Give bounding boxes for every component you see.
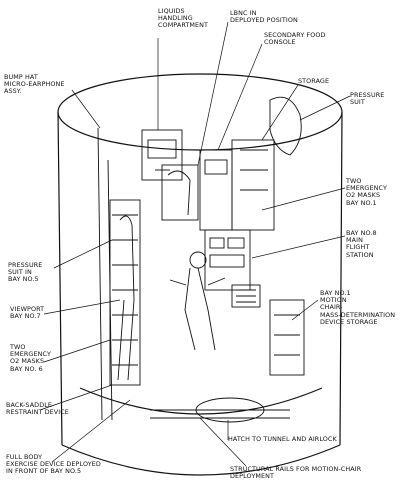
main-flight-station bbox=[204, 229, 251, 291]
label-bay8: BAY NO.8 MAIN FLIGHT STATION bbox=[346, 229, 377, 259]
cylinder-left-wall bbox=[57, 111, 63, 446]
label-two-emergency-o2-bay1: TWO EMERGENCY O2 MASKS BAY NO.1 bbox=[346, 177, 387, 207]
label-hatch: HATCH TO TUNNEL AND AIRLOCK bbox=[228, 435, 337, 443]
floor-ellipse bbox=[79, 387, 323, 415]
cylinder-right-wall bbox=[339, 111, 343, 446]
label-full-body: FULL BODY EXERCISE DEVICE DEPLOYED IN FR… bbox=[6, 453, 101, 476]
label-secondary-food: SECONDARY FOOD CONSOLE bbox=[264, 31, 326, 47]
astronaut-body bbox=[169, 267, 226, 351]
motion-chair-rail bbox=[150, 409, 290, 419]
astronaut-head bbox=[189, 251, 207, 269]
pressure-suit-upper bbox=[269, 96, 302, 156]
storage-lockers bbox=[231, 139, 275, 231]
exercise-frame bbox=[109, 199, 141, 386]
label-pressure-suit-top: PRESSURE SUIT bbox=[350, 91, 385, 107]
airlock-hatch bbox=[195, 397, 265, 423]
lbnc-device bbox=[161, 164, 199, 221]
label-liquids-handling: LIQUIDS HANDLING COMPARTMENT bbox=[158, 7, 209, 30]
inner-wall-left bbox=[97, 127, 103, 421]
label-bay1-motion: BAY NO.1 MOTION CHAIR- MASS-DETERMINATIO… bbox=[320, 289, 396, 326]
label-back-saddle: BACK-SADDLE RESTRAINT DEVICE bbox=[6, 401, 69, 417]
label-bump-hat: BUMP HAT MICRO-EARPHONE ASSY. bbox=[4, 73, 65, 96]
label-two-emergency-o2-bay6: TWO EMERGENCY O2 MASKS BAY NO. 6 bbox=[10, 343, 51, 373]
label-pressure-suit-bay5: PRESSURE SUIT IN BAY NO.5 bbox=[8, 261, 43, 284]
label-lbnc: LBNC IN DEPLOYED POSITION bbox=[230, 9, 298, 25]
label-structural-rails: STRUCTURAL RAILS FOR MOTION-CHAIR DEPLOY… bbox=[230, 465, 362, 481]
label-viewport: VIEWPORT BAY NO.7 bbox=[10, 305, 45, 321]
cylinder-bottom-rim bbox=[61, 444, 341, 476]
control-panel-right bbox=[231, 284, 261, 308]
pressure-suit-figure bbox=[117, 215, 135, 381]
label-storage: STORAGE bbox=[298, 77, 330, 85]
bay-1-storage bbox=[269, 299, 305, 376]
